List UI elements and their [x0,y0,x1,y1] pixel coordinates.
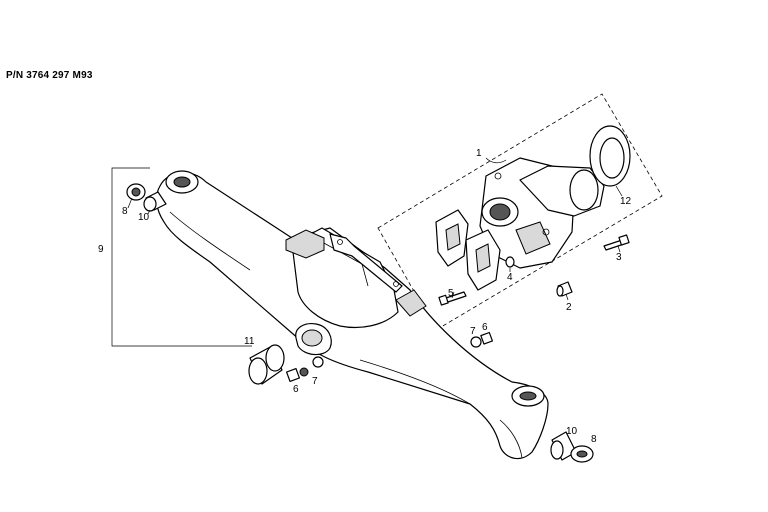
leader-3 [617,245,621,253]
seal-ring-12 [589,125,631,187]
seal-8-right [570,445,594,463]
label-6-upper: 6 [482,322,488,333]
label-5: 5 [448,288,454,299]
bearing-caps [435,209,501,291]
washer-7-lower [312,356,324,368]
label-10-left: 10 [138,212,150,223]
label-10-right: 10 [566,426,578,437]
leader-5 [451,291,455,299]
plug-6-upper [480,331,494,345]
part-number: P/N 3764 297 M93 [6,70,93,81]
label-4: 4 [507,272,513,283]
bushing-10-left [143,191,167,212]
label-8-left: 8 [122,206,128,217]
bolt-5 [438,291,467,306]
seal-8-left [126,183,146,201]
label-7-upper: 7 [470,326,476,337]
pin-4 [505,256,515,268]
label-6-lower: 6 [293,384,299,395]
bolt-3 [603,234,630,251]
label-11: 11 [244,336,255,347]
leader-2 [565,293,569,301]
leader-12 [615,185,623,197]
leader-1 [485,157,507,164]
bracket-9 [111,167,252,347]
label-2: 2 [566,302,572,313]
label-3: 3 [616,252,622,263]
washer-7-upper [470,336,482,348]
hub-carrier-1 [479,157,605,269]
bushing-11 [248,344,285,385]
axle-housing [155,170,549,460]
label-9: 9 [98,244,104,255]
label-1: 1 [476,148,482,159]
label-12: 12 [620,196,632,207]
leader-10a [147,209,151,215]
leader-8a [127,197,133,209]
plug-6-lower [285,367,309,383]
label-8-right: 8 [591,434,597,445]
label-7-lower: 7 [312,376,318,387]
dowel-2 [556,281,573,297]
